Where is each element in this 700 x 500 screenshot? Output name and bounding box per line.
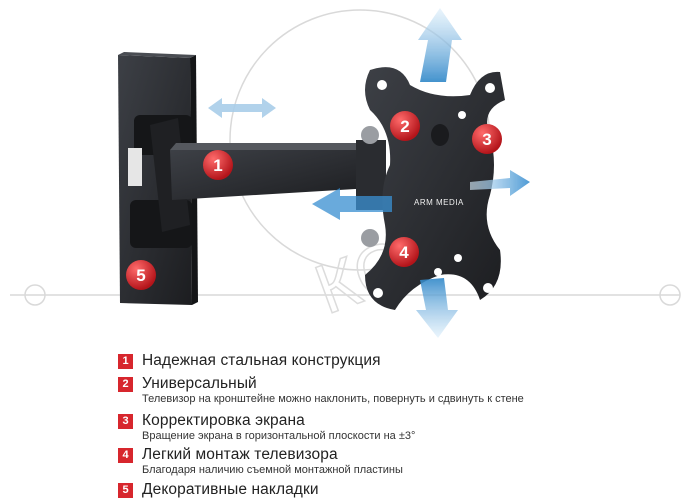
feature-item-4: 4 Легкий монтаж телевизора Благодаря нал…: [118, 446, 403, 477]
feature-item-3: 3 Корректировка экрана Вращение экрана в…: [118, 412, 415, 443]
arrow-up-icon: [418, 8, 462, 82]
feature-subtitle: Телевизор на кронштейне можно наклонить,…: [142, 393, 524, 405]
callout-1: 1: [213, 156, 222, 175]
feature-title: Универсальный: [142, 375, 257, 392]
callout-5: 5: [136, 266, 145, 285]
bracket-illustration: КС: [10, 8, 681, 338]
feature-number-badge: 3: [118, 414, 133, 429]
arrow-right-icon: [470, 170, 530, 196]
arrow-swing-icon: [208, 98, 276, 118]
feature-item-5: 5 Декоративные накладки: [118, 481, 319, 499]
feature-title: Легкий монтаж телевизора: [142, 446, 338, 463]
feature-title: Надежная стальная конструкция: [142, 352, 381, 369]
callout-4: 4: [399, 243, 409, 262]
callout-3: 3: [482, 130, 491, 149]
callouts: 1 2 3 4 5: [126, 111, 502, 290]
motion-arrows: [208, 8, 530, 338]
feature-title: Декоративные накладки: [142, 481, 319, 498]
feature-number-badge: 2: [118, 377, 133, 392]
arrow-down-icon: [416, 278, 458, 338]
feature-number-badge: 1: [118, 354, 133, 369]
feature-subtitle: Благодаря наличию съемной монтажной плас…: [142, 464, 403, 476]
brand-logo: ARM MEDIA: [414, 198, 464, 207]
feature-item-1: 1 Надежная стальная конструкция: [118, 352, 381, 370]
feature-number-badge: 4: [118, 448, 133, 463]
arrow-left-icon: [312, 188, 392, 220]
callout-2: 2: [400, 117, 409, 136]
feature-title: Корректировка экрана: [142, 412, 305, 429]
feature-subtitle: Вращение экрана в горизонтальной плоскос…: [142, 430, 416, 442]
feature-item-2: 2 Универсальный Телевизор на кронштейне …: [118, 375, 524, 406]
feature-number-badge: 5: [118, 483, 133, 498]
